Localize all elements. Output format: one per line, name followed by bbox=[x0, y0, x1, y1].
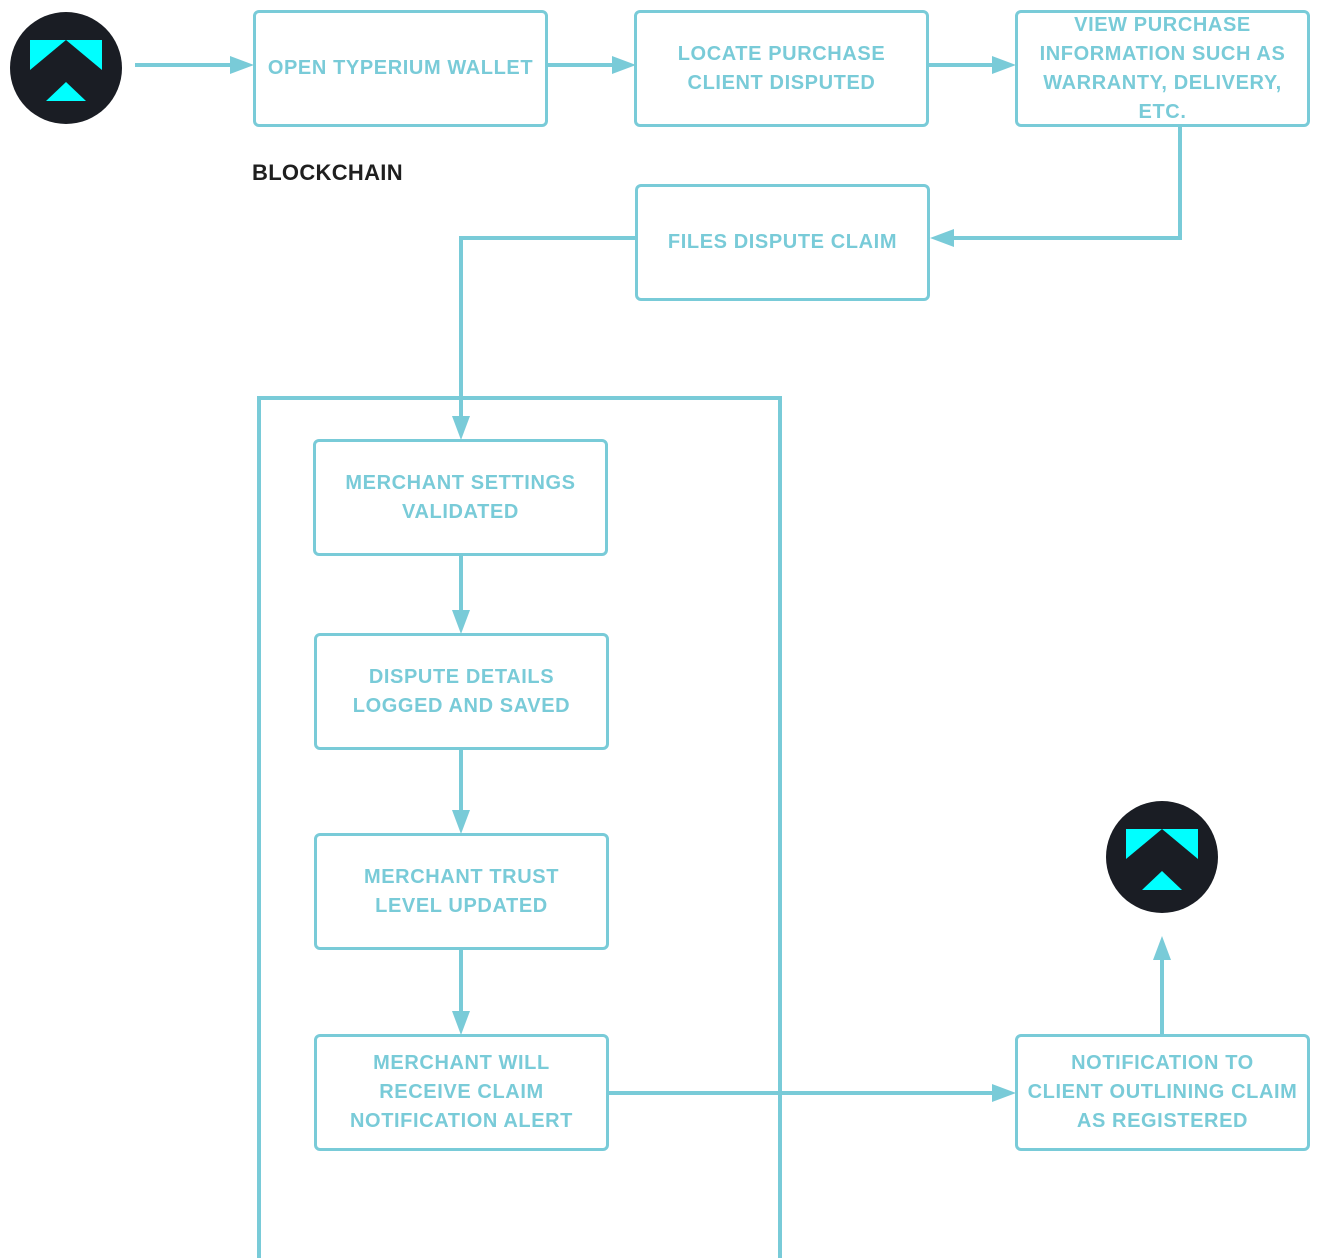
node-view-purchase-information: VIEW PURCHASE INFORMATION SUCH AS WARRAN… bbox=[1015, 10, 1310, 127]
connector-view-info-to-files-dispute bbox=[950, 126, 1182, 240]
arrowhead-to-trust bbox=[452, 810, 470, 834]
node-label: VIEW PURCHASE INFORMATION SUCH AS WARRAN… bbox=[1039, 13, 1286, 123]
node-label: NOTIFICATION TO CLIENT OUTLINING CLAIM A… bbox=[1027, 1052, 1298, 1132]
arrowhead-to-details bbox=[452, 610, 470, 634]
node-label: MERCHANT SETTINGS VALIDATED bbox=[345, 471, 576, 523]
blockchain-container-outline bbox=[257, 396, 782, 1258]
arrowhead-to-client-notification bbox=[992, 1084, 1016, 1102]
node-merchant-trust-updated: MERCHANT TRUST LEVEL UPDATED bbox=[314, 833, 609, 950]
typerium-logo-icon bbox=[10, 12, 122, 124]
arrowhead-to-view-info bbox=[992, 56, 1016, 74]
node-label: DISPUTE DETAILS LOGGED AND SAVED bbox=[352, 665, 571, 717]
node-locate-purchase: LOCATE PURCHASE CLIENT DISPUTED bbox=[634, 10, 929, 127]
node-files-dispute-claim: FILES DISPUTE CLAIM bbox=[635, 184, 930, 301]
node-merchant-claim-alert: MERCHANT WILL RECEIVE CLAIM NOTIFICATION… bbox=[314, 1034, 609, 1151]
arrowhead-to-open-wallet bbox=[230, 56, 254, 74]
connector-files-dispute-to-settings bbox=[459, 236, 636, 420]
node-label: FILES DISPUTE CLAIM bbox=[667, 231, 898, 253]
typerium-logo-icon bbox=[1106, 801, 1218, 913]
arrowhead-to-settings bbox=[452, 416, 470, 440]
node-label: MERCHANT WILL RECEIVE CLAIM NOTIFICATION… bbox=[350, 1052, 573, 1132]
section-label-blockchain: BLOCKCHAIN bbox=[252, 160, 403, 185]
node-open-typerium-wallet: OPEN TYPERIUM WALLET bbox=[253, 10, 548, 127]
node-dispute-details-logged: DISPUTE DETAILS LOGGED AND SAVED bbox=[314, 633, 609, 750]
node-label: LOCATE PURCHASE CLIENT DISPUTED bbox=[677, 42, 886, 94]
arrowhead-to-end-logo bbox=[1153, 936, 1171, 960]
node-client-notification: NOTIFICATION TO CLIENT OUTLINING CLAIM A… bbox=[1015, 1034, 1310, 1151]
arrowhead-to-alert bbox=[452, 1011, 470, 1035]
node-label: MERCHANT TRUST LEVEL UPDATED bbox=[363, 865, 560, 917]
node-merchant-settings-validated: MERCHANT SETTINGS VALIDATED bbox=[313, 439, 608, 556]
node-label: OPEN TYPERIUM WALLET bbox=[267, 57, 534, 79]
arrowhead-to-locate bbox=[612, 56, 636, 74]
arrowhead-to-files-dispute bbox=[930, 229, 954, 247]
